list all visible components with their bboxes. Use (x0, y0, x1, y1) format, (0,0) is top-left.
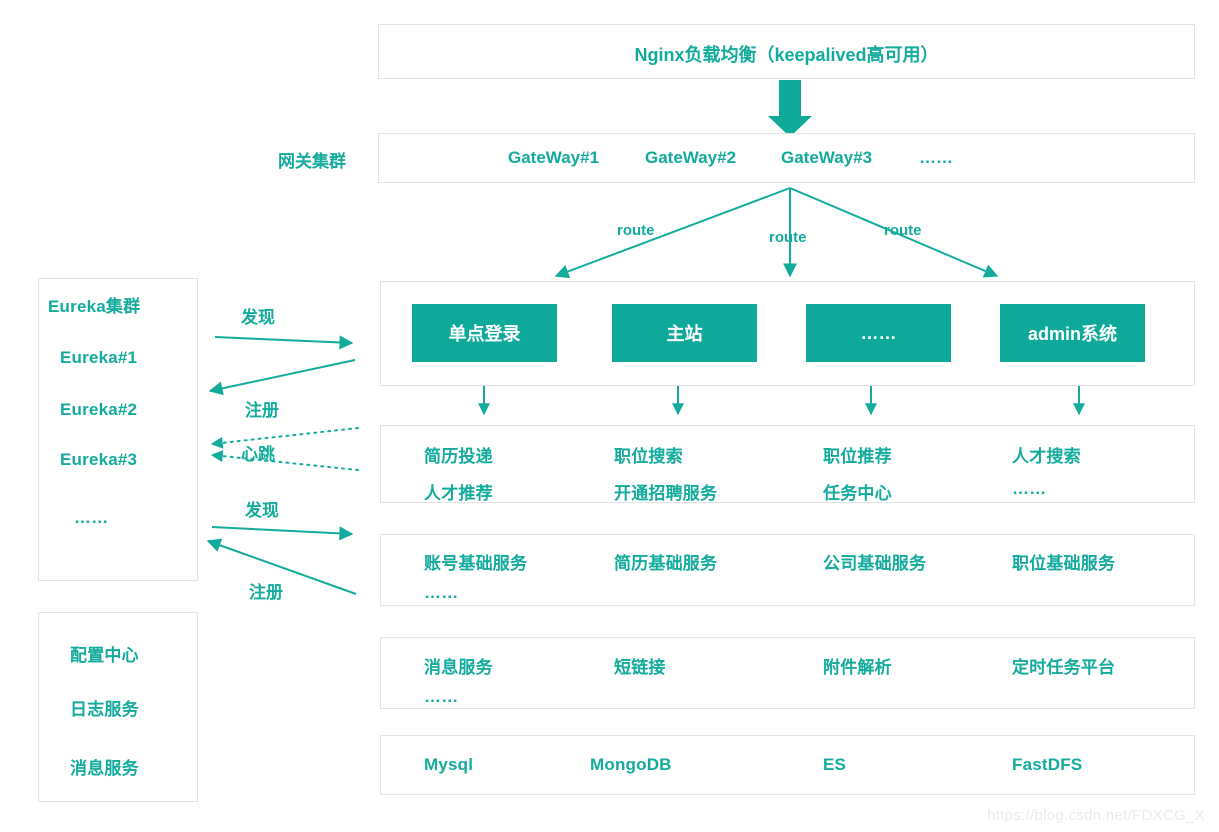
base-services-panel (380, 534, 1195, 606)
infra-panel (38, 612, 198, 802)
gateway-item-3: GateWay#3 (781, 148, 873, 167)
discover-arrow-bottom (211, 526, 354, 541)
base-col1-row2: …… (424, 583, 459, 602)
nginx-to-gateway-arrow (768, 80, 812, 137)
app-box-sso[interactable]: 单点登录 (412, 304, 557, 362)
register-label-top: 注册 (245, 401, 279, 420)
business-col4-row1: 人才搜索 (1012, 447, 1081, 466)
gateway-panel (378, 133, 1195, 183)
business-col1-row2: 人才推荐 (424, 484, 493, 503)
storage-item-fastdfs: FastDFS (1012, 755, 1083, 774)
route-label-left: route (617, 222, 655, 239)
infra-item-log-service: 日志服务 (70, 700, 139, 719)
register-label-bottom: 注册 (249, 583, 283, 602)
business-col2-row2: 开通招聘服务 (614, 484, 718, 503)
business-col2-row1: 职位搜索 (614, 447, 683, 466)
eureka-cluster-title: Eureka集群 (48, 297, 141, 316)
gateway-cluster-label: 网关集群 (278, 152, 346, 171)
middleware-col4-row1: 定时任务平台 (1012, 658, 1116, 677)
eureka-node-3: Eureka#3 (60, 450, 138, 469)
heartbeat-arrow-lower (210, 450, 359, 471)
eureka-node-2: Eureka#2 (60, 400, 138, 419)
nginx-panel (378, 24, 1195, 79)
heartbeat-label: 心跳 (241, 445, 275, 464)
discover-label-bottom: 发现 (245, 501, 279, 520)
eureka-node-1: Eureka#1 (60, 348, 138, 367)
business-col3-row2: 任务中心 (823, 484, 892, 503)
gateway-item-2: GateWay#2 (645, 148, 737, 167)
nginx-label: Nginx负载均衡（keepalived高可用） (634, 45, 939, 65)
register-arrow-top (208, 359, 356, 396)
route-label-right: route (884, 222, 922, 239)
gateway-item-1: GateWay#1 (508, 148, 600, 167)
eureka-node-more: …… (74, 508, 109, 527)
middleware-panel (380, 637, 1195, 709)
base-col4-row1: 职位基础服务 (1012, 554, 1116, 573)
route-arrow-left (554, 187, 791, 279)
middleware-col1-row1: 消息服务 (424, 658, 493, 677)
storage-item-mongodb: MongoDB (590, 755, 672, 774)
middleware-col3-row1: 附件解析 (823, 658, 892, 677)
middleware-col2-row1: 短链接 (614, 658, 666, 677)
app-box-main-site[interactable]: 主站 (612, 304, 757, 362)
heartbeat-arrow-upper (210, 427, 359, 449)
base-col1-row1: 账号基础服务 (424, 554, 528, 573)
watermark: https://blog.csdn.net/FDXCG_X (987, 807, 1205, 824)
business-col4-row2: …… (1012, 479, 1047, 498)
discover-label-top: 发现 (241, 308, 275, 327)
route-label-center: route (769, 229, 807, 246)
middleware-col1-row2: …… (424, 687, 459, 706)
storage-item-mysql: Mysql (424, 755, 474, 774)
eureka-cluster-panel (38, 278, 198, 581)
gateway-item-more: …… (919, 148, 953, 167)
base-col3-row1: 公司基础服务 (823, 554, 927, 573)
business-col1-row1: 简历投递 (424, 447, 493, 466)
discover-arrow-top (214, 335, 354, 350)
business-col3-row1: 职位推荐 (823, 447, 892, 466)
infra-item-message-service: 消息服务 (70, 759, 139, 778)
app-box-admin[interactable]: admin系统 (1000, 304, 1145, 362)
app-box-more[interactable]: …… (806, 304, 951, 362)
base-col2-row1: 简历基础服务 (614, 554, 718, 573)
infra-item-config-center: 配置中心 (70, 646, 139, 665)
storage-panel (380, 735, 1195, 795)
business-layer-panel (380, 425, 1195, 503)
storage-item-es: ES (823, 755, 847, 774)
